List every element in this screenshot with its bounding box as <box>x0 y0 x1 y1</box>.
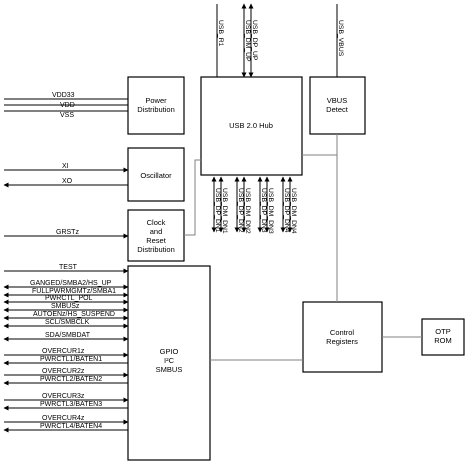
overcur1z-label: OVERCUR1z <box>42 348 85 355</box>
pwrctl-pol-label: PWRCTL_POL <box>45 295 93 302</box>
pwrctl2-label: PWRCTL2/BATEN2 <box>40 376 102 383</box>
xo-label: XO <box>62 178 73 185</box>
usb-dm-up-label: USB_DM_UP <box>244 20 251 62</box>
usb-dm-dn4-label: USB_DM_DN4 <box>290 188 297 234</box>
clock-label-line3: Reset <box>146 236 167 245</box>
control-label-line2: Registers <box>326 337 358 346</box>
vss-label: VSS <box>60 112 74 119</box>
overcur4z-label: OVERCUR4z <box>42 415 85 422</box>
fullpwrmgmtz-label: FULLPWRMGMTz/SMBA1 <box>32 288 116 295</box>
vbus-detect-line2: Detect <box>326 105 349 114</box>
usb-vbus-label: USB_VBUS <box>337 20 344 57</box>
reset-pin: GRSTz <box>4 229 129 239</box>
vdd33-label: VDD33 <box>52 92 75 99</box>
xi-label: XI <box>62 163 69 170</box>
autoenz-label: AUTOENz/HS_SUSPEND <box>33 311 115 318</box>
overcur2z-label: OVERCUR2z <box>42 368 85 375</box>
smbusz-label: SMBUSz <box>51 303 80 310</box>
pwrctl1-label: PWRCTL1/BATEN1 <box>40 356 102 363</box>
internal-connections <box>184 134 422 361</box>
usb-dp-dn4-label: USB_DP_DN4 <box>283 188 290 233</box>
otp-label-line1: OTP <box>435 327 450 336</box>
pwrctl4-label: PWRCTL4/BATEN4 <box>40 423 102 430</box>
gpio-pins: TEST GANGED/SMBA2/HS_UP FULLPWRMGMTz/SMB… <box>3 264 129 433</box>
power-label-line1: Power <box>145 96 167 105</box>
power-pins: VDD33 VDD VSS <box>4 92 128 119</box>
usb-dp-dn1-label: USB_DP_DN1 <box>214 188 221 233</box>
oscillator-block: Oscillator <box>127 147 185 202</box>
otp-label-line2: ROM <box>434 336 452 345</box>
usb-dm-dn1-label: USB_DM_DN1 <box>221 188 228 234</box>
top-signals: USB_R1 USB_DM_UP USB_DP_UP USB_VBUS <box>216 3 344 78</box>
control-label-line1: Control <box>330 328 355 337</box>
clock-label-line1: Clock <box>147 218 166 227</box>
downstream-signals: USB_DP_DN1 USB_DM_DN1 USB_DP_DN2 USB_DM_… <box>211 176 297 234</box>
usb-hub-block: USB 2.0 Hub <box>200 76 303 176</box>
vdd-label: VDD <box>60 102 75 109</box>
oscillator-label: Oscillator <box>140 171 172 180</box>
vbus-detect-line1: VBUS <box>327 96 347 105</box>
oscillator-pins: XI XO <box>3 163 129 188</box>
clock-label-line4: Distribution <box>137 245 175 254</box>
test-label: TEST <box>59 264 78 271</box>
scl-label: SCL/SMBCLK <box>45 319 90 326</box>
overcur3z-label: OVERCUR3z <box>42 393 85 400</box>
hub-label: USB 2.0 Hub <box>229 121 273 130</box>
usb-dm-dn3-label: USB_DM_DN3 <box>267 188 274 234</box>
sda-label: SDA/SMBDAT <box>45 332 91 339</box>
gpio-label-line1: GPIO <box>160 347 179 356</box>
usb-dp-dn3-label: USB_DP_DN3 <box>260 188 267 233</box>
usb-dp-up-label: USB_DP_UP <box>251 20 258 61</box>
usb-dp-dn2-label: USB_DP_DN2 <box>237 188 244 233</box>
pwrctl3-label: PWRCTL3/BATEN3 <box>40 401 102 408</box>
usb-r1-label: USB_R1 <box>217 20 224 47</box>
ganged-label: GANGED/SMBA2/HS_UP <box>30 280 112 287</box>
clock-label-line2: and <box>150 227 163 236</box>
power-label-line2: Distribution <box>137 105 175 114</box>
gpio-label-line3: SMBUS <box>156 365 183 374</box>
grstz-label: GRSTz <box>56 229 79 236</box>
usb-dm-dn2-label: USB_DM_DN2 <box>244 188 251 234</box>
gpio-label-line2: I²C <box>164 356 175 365</box>
